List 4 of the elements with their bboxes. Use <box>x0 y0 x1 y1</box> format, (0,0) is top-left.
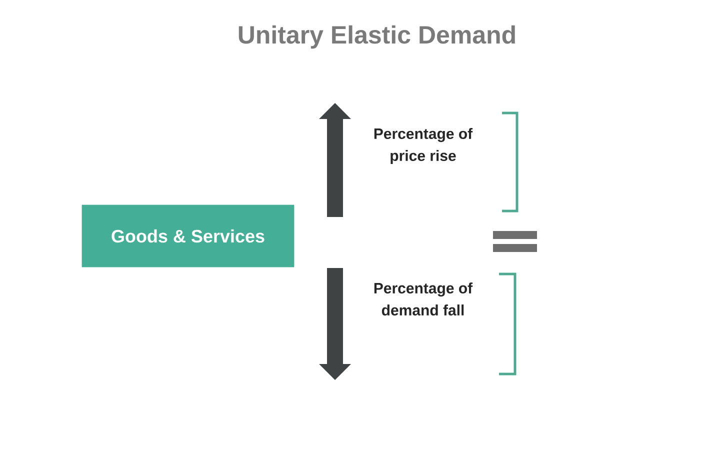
title: Unitary Elastic Demand <box>238 25 515 49</box>
description-text: Percentage of demand fall <box>374 282 473 316</box>
description-text: Percentage of price rise <box>374 128 473 164</box>
process-box: Goods & Services <box>82 204 294 268</box>
